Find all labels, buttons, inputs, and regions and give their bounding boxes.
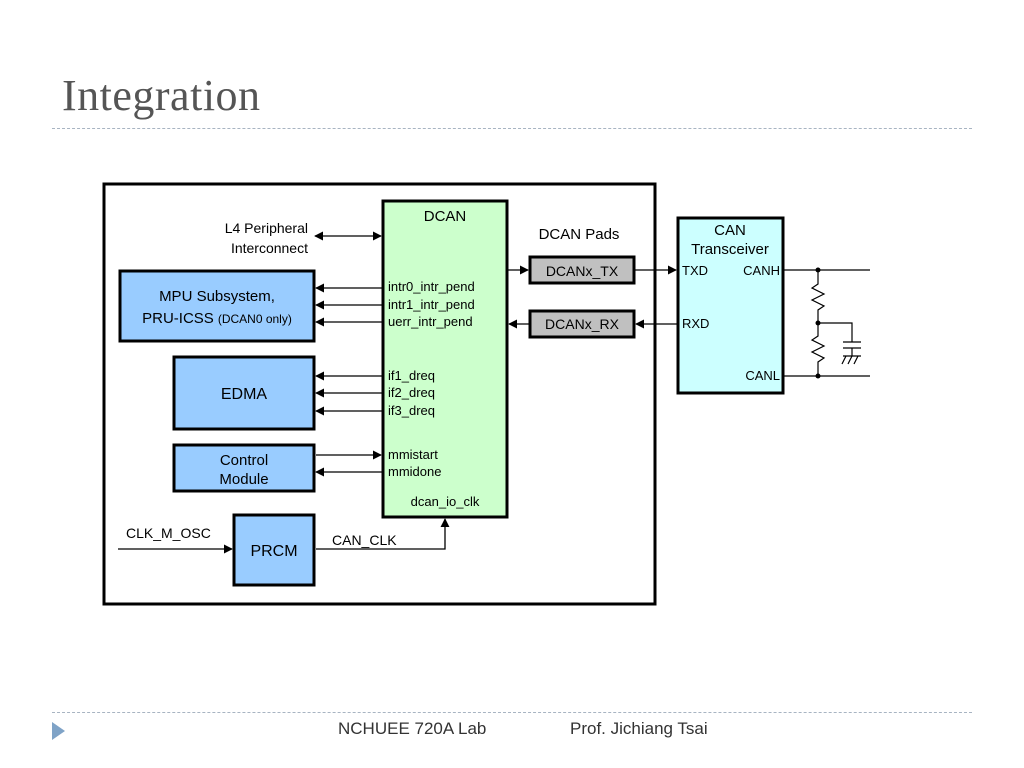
pin-canl: CANL — [745, 368, 780, 383]
signal-intr0: intr0_intr_pend — [388, 279, 475, 294]
signal-intr1: intr1_intr_pend — [388, 297, 475, 312]
clk-m-osc-label: CLK_M_OSC — [126, 525, 211, 541]
edma-label: EDMA — [221, 386, 268, 403]
control-label-line1: Control — [220, 452, 268, 469]
signal-dcan-io-clk: dcan_io_clk — [411, 494, 480, 509]
device-boundary — [102, 182, 657, 606]
termination-resistor-upper — [810, 270, 826, 323]
split-capacitor — [818, 322, 861, 365]
signal-uerr: uerr_intr_pend — [388, 314, 473, 329]
termination-resistor-lower — [810, 323, 826, 376]
arrow-can-clk — [316, 518, 450, 550]
control-module-block — [172, 443, 316, 493]
mpu-subsystem-block — [118, 269, 316, 343]
dcan-block — [381, 199, 509, 519]
edma-block — [172, 355, 316, 431]
signal-if2: if2_dreq — [388, 385, 435, 400]
prcm-block — [232, 513, 316, 587]
signal-if1: if1_dreq — [388, 368, 435, 383]
l4-label-line1: L4 Peripheral — [225, 220, 308, 236]
dcan-title: DCAN — [424, 208, 467, 225]
title-divider — [52, 128, 972, 129]
control-label-line2: Module — [219, 471, 268, 488]
pad-rx-block — [528, 309, 636, 339]
slide-title: Integration — [62, 71, 261, 120]
mpu-label-main: PRU-ICSS — [142, 310, 214, 327]
pin-rxd: RXD — [682, 316, 709, 331]
dcan-pads-label: DCAN Pads — [539, 226, 620, 243]
pad-tx-label: DCANx_TX — [546, 263, 619, 279]
l4-label-line2: Interconnect — [231, 240, 308, 256]
prcm-label: PRCM — [250, 543, 297, 560]
signal-if3: if3_dreq — [388, 403, 435, 418]
mpu-label-line1: MPU Subsystem, — [159, 288, 275, 305]
can-transceiver-block — [676, 216, 785, 395]
can-clk-label: CAN_CLK — [332, 532, 397, 548]
footer-triangle-icon — [52, 722, 65, 740]
signal-mmistart: mmistart — [388, 447, 438, 462]
signal-mmidone: mmidone — [388, 464, 441, 479]
mpu-label-line2: PRU-ICSS (DCAN0 only) — [142, 310, 292, 327]
transceiver-label-line2: Transceiver — [691, 241, 769, 258]
pin-txd: TXD — [682, 263, 708, 278]
pad-rx-label: DCANx_RX — [545, 316, 620, 332]
footer-professor: Prof. Jichiang Tsai — [570, 719, 708, 738]
footer-lab-name: NCHUEE 720A Lab — [338, 719, 487, 738]
mpu-label-note: (DCAN0 only) — [218, 312, 292, 326]
transceiver-label-line1: CAN — [714, 222, 746, 239]
footer-divider — [52, 712, 972, 713]
pin-canh: CANH — [743, 263, 780, 278]
